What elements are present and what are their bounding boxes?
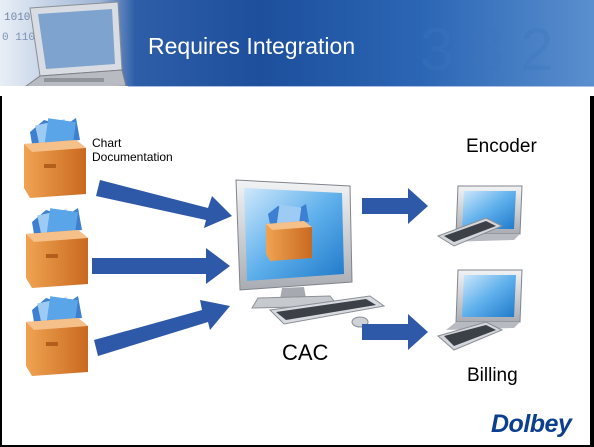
slide-header: 10101 0100 1 01 0 110 01 10 3 8 2 Requir…: [0, 0, 594, 96]
header-rule: [128, 86, 594, 87]
slide-title: Requires Integration: [148, 33, 356, 59]
billing-label: Billing: [467, 365, 518, 386]
desktop-computer-icon: [235, 179, 386, 328]
cac-label: CAC: [282, 340, 329, 365]
laptop-icon: [436, 269, 523, 351]
arrow-right-icon: [96, 180, 232, 228]
folder-box-icon: [26, 296, 88, 376]
source-label-line: Documentation: [92, 150, 173, 164]
folder-box-icon: [24, 118, 86, 198]
dolbey-logo: Dolbey: [491, 410, 572, 438]
header-bottom-band: [0, 86, 594, 96]
source-label-line: Chart: [92, 136, 122, 150]
folder-box-icon: [26, 208, 88, 288]
source-label-chart-documentation: Chart Documentation: [92, 136, 173, 164]
laptop-icon: [436, 185, 523, 247]
arrow-right-icon: [362, 188, 428, 224]
arrow-right-icon: [362, 314, 428, 350]
svg-text:3 8 2: 3 8 2: [420, 16, 553, 83]
arrow-right-icon: [94, 300, 230, 356]
arrow-right-icon: [92, 248, 230, 284]
encoder-label: Encoder: [466, 136, 537, 157]
